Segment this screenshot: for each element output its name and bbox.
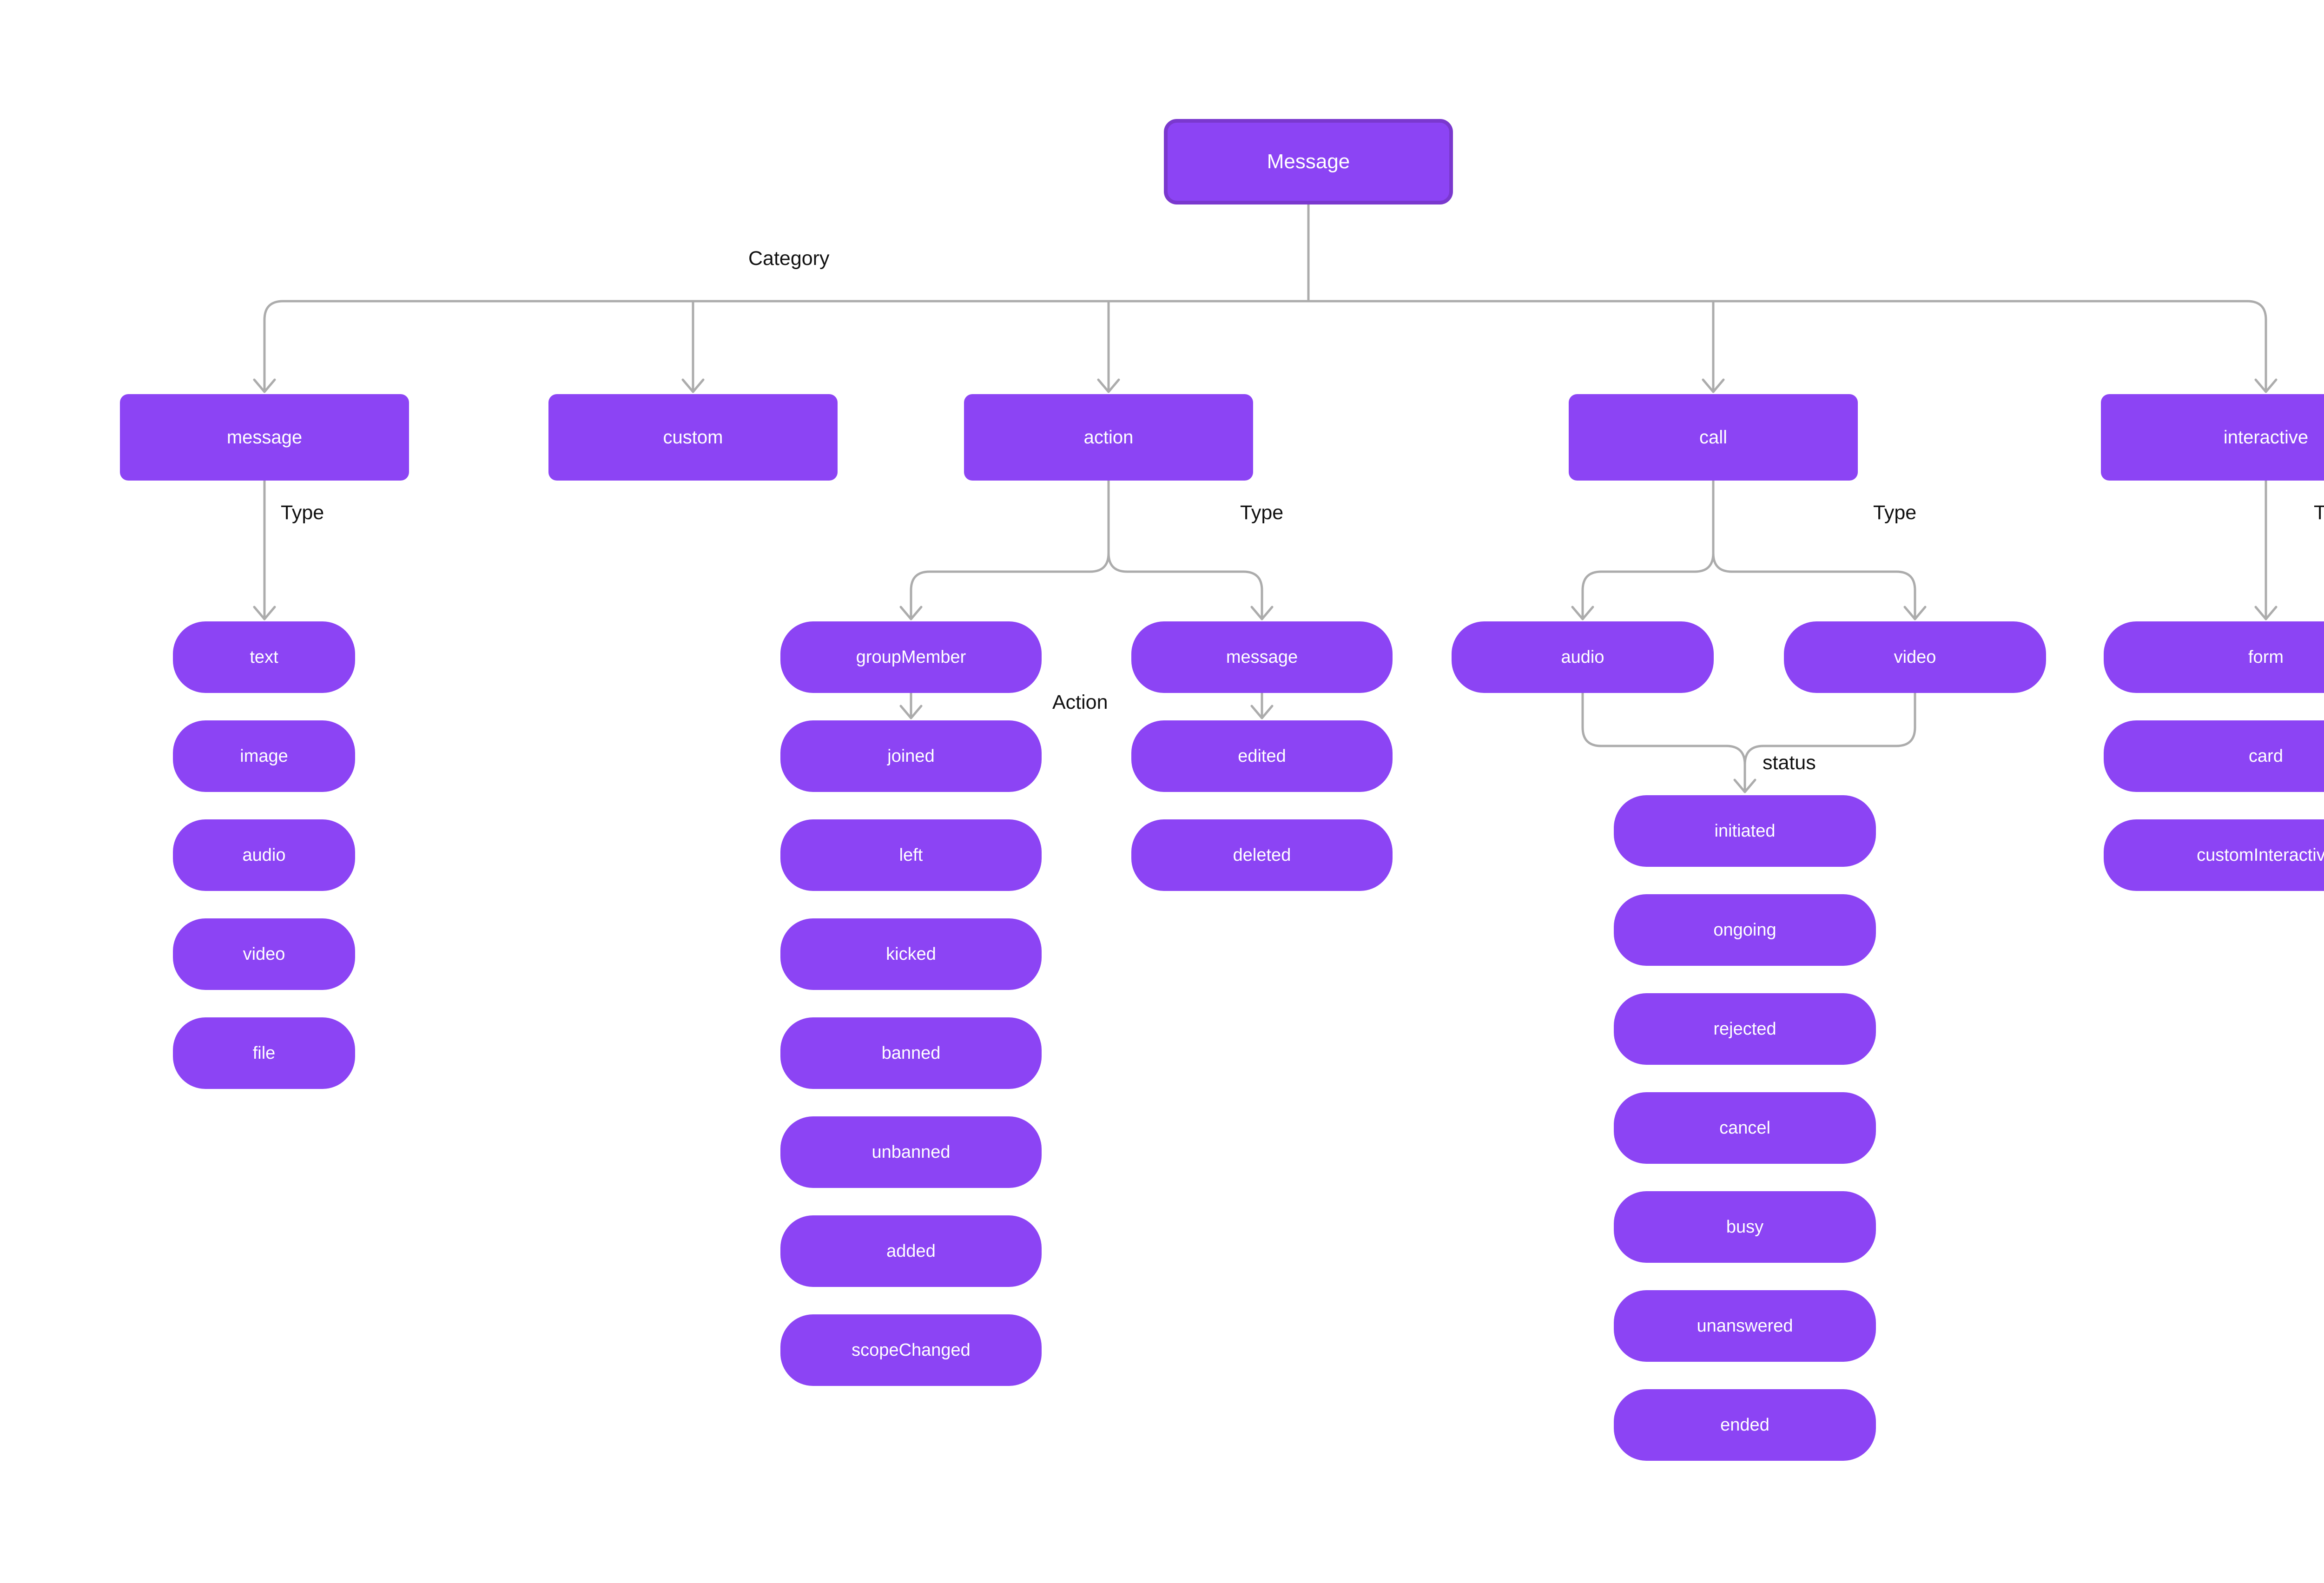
edge-label-type-call: Type	[1873, 501, 1917, 524]
edge-label-action: Action	[1052, 691, 1108, 713]
edge-label-status: status	[1763, 752, 1816, 774]
node-status-rejected: rejected	[1614, 993, 1876, 1065]
node-type-file: file	[173, 1017, 355, 1089]
arrowhead-joined	[899, 705, 923, 719]
node-type-form: form	[2104, 621, 2324, 693]
edge-call-fork-right	[1712, 552, 1916, 620]
edge-label-type-interactive: Type	[2314, 501, 2324, 524]
node-category-custom: custom	[548, 394, 838, 481]
edge-call-fork-left	[1581, 552, 1715, 620]
edge-audio-merge	[1581, 692, 1746, 793]
arrowhead-edited	[1250, 705, 1274, 719]
edge-label-type-action: Type	[1240, 501, 1284, 524]
node-type-message: message	[1131, 621, 1393, 693]
node-category-action: action	[964, 394, 1253, 481]
node-type-call-audio: audio	[1452, 621, 1714, 693]
arrowhead-call	[1702, 378, 1725, 393]
node-status-cancel: cancel	[1614, 1092, 1876, 1164]
node-status-ended: ended	[1614, 1389, 1876, 1461]
node-action-left: left	[780, 819, 1042, 891]
node-category-interactive: interactive	[2101, 394, 2324, 481]
arrowhead-custom	[681, 378, 705, 393]
arrowhead-action	[1097, 378, 1120, 393]
node-action-unbanned: unbanned	[780, 1116, 1042, 1188]
arrowhead-action-message	[1250, 606, 1274, 620]
node-type-video: video	[173, 918, 355, 990]
node-type-image: image	[173, 720, 355, 792]
node-status-initiated: initiated	[1614, 795, 1876, 867]
node-action-deleted: deleted	[1131, 819, 1393, 891]
arrowhead-interactive	[2254, 378, 2278, 393]
node-type-call-video: video	[1784, 621, 2046, 693]
node-action-banned: banned	[780, 1017, 1042, 1089]
node-status-unanswered: unanswered	[1614, 1290, 1876, 1362]
edge-category-trunk	[263, 300, 2267, 393]
arrowhead-message	[253, 378, 276, 393]
edge-label-type-message: Type	[281, 501, 324, 524]
node-action-added: added	[780, 1215, 1042, 1287]
edge-action-fork-left	[910, 552, 1110, 620]
node-type-card: card	[2104, 720, 2324, 792]
node-status-ongoing: ongoing	[1614, 894, 1876, 966]
edge-action-fork-right	[1107, 552, 1263, 620]
node-action-kicked: kicked	[780, 918, 1042, 990]
node-status-busy: busy	[1614, 1191, 1876, 1263]
arrowhead-video	[1903, 606, 1927, 620]
arrowhead-text	[253, 606, 276, 620]
arrowhead-audio	[1571, 606, 1594, 620]
node-type-text: text	[173, 621, 355, 693]
node-action-edited: edited	[1131, 720, 1393, 792]
node-root-message: Message	[1164, 119, 1453, 204]
arrowhead-groupmember	[899, 606, 923, 620]
node-type-groupmember: groupMember	[780, 621, 1042, 693]
arrowhead-form	[2254, 606, 2278, 620]
arrowhead-initiated	[1733, 778, 1756, 793]
node-category-call: call	[1569, 394, 1858, 481]
node-type-audio: audio	[173, 819, 355, 891]
edge-label-category: Category	[748, 247, 830, 270]
node-action-joined: joined	[780, 720, 1042, 792]
edge-video-merge	[1743, 692, 1916, 766]
node-type-custominteractive: customInteractive	[2104, 819, 2324, 891]
node-category-message: message	[120, 394, 409, 481]
node-action-scopechanged: scopeChanged	[780, 1314, 1042, 1386]
